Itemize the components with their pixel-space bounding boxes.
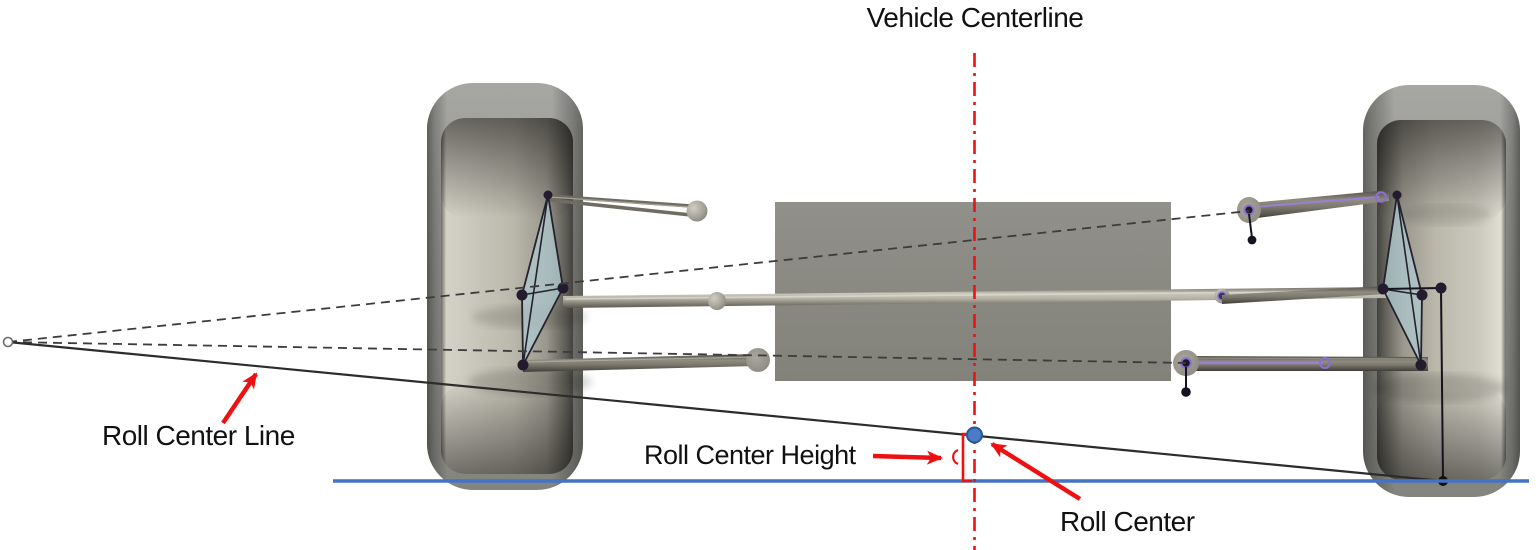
roll-center-height-brace xyxy=(952,448,959,466)
roll-center-line-arrow xyxy=(221,372,258,425)
roll-center-line-label: Roll Center Line xyxy=(102,420,295,451)
right-lower-pendant-marker xyxy=(1181,387,1191,397)
vehicle-centerline-label: Vehicle Centerline xyxy=(866,2,1084,33)
right-upper-pendant-marker xyxy=(1247,235,1257,245)
knuckle-offset-link xyxy=(1382,287,1442,290)
instant-center-lower-dashed-line xyxy=(7,341,1187,364)
left-lower-control-arm xyxy=(523,348,770,372)
left-upper-ball-joint xyxy=(686,200,708,222)
left-knuckle-linkage xyxy=(516,190,569,371)
roll-center-line xyxy=(7,340,1444,483)
right-tie-rod xyxy=(1222,286,1386,304)
right-upper-outer-joint xyxy=(1375,191,1387,203)
roll-center-height-label: Roll Center Height xyxy=(644,440,856,470)
left-upper-control-arm xyxy=(548,194,708,222)
instant-center-marker xyxy=(2,336,14,348)
roll-center-height-arrow xyxy=(872,450,943,465)
roll-center-point xyxy=(966,426,983,444)
instant-center-upper-dashed-line xyxy=(7,210,1250,343)
right-lower-mid-joint xyxy=(1319,357,1331,369)
roll-center-label: Roll Center xyxy=(1060,506,1195,537)
right-knuckle-linkage xyxy=(1377,190,1447,481)
tube-ball-joint xyxy=(708,292,726,310)
right-upper-control-arm xyxy=(1237,190,1389,245)
kingpin-axis-line xyxy=(1440,287,1444,481)
left-lower-inner-pivot xyxy=(746,348,770,372)
roll-center-arrow xyxy=(990,442,1082,501)
